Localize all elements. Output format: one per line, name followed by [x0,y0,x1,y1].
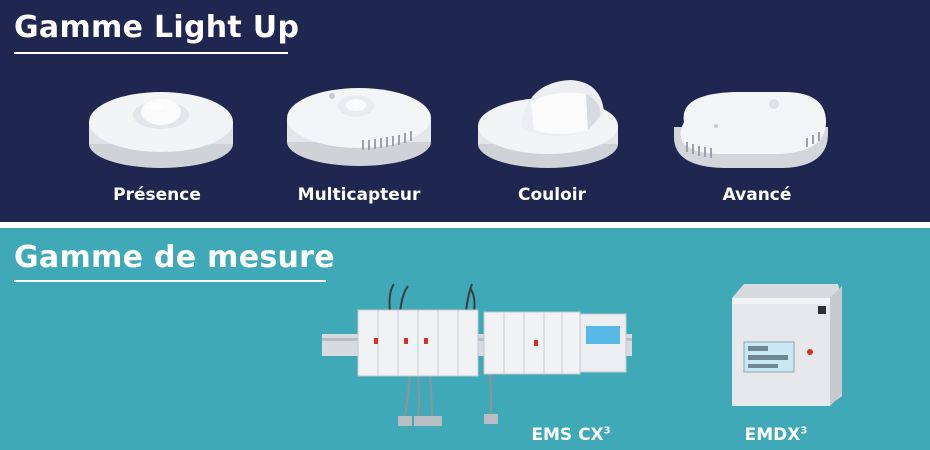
emdx3-label-text: EMDX [744,425,801,445]
product-label-multicapteur: Multicapteur [297,185,421,205]
light-up-title: Gamme Light Up [14,10,300,45]
oval-advanced-sensor-icon [674,92,829,168]
mesure-title: Gamme de mesure [14,240,335,275]
ems-cx3-label-sup: 3 [603,425,611,437]
product-label-emdx3: EMDX3 [745,425,808,445]
product-label-couloir: Couloir [518,185,586,205]
energy-meter-icon [732,284,842,406]
product-label-presence: Présence [113,185,201,205]
din-rail-modules-icon [322,283,632,426]
section-divider [0,222,930,228]
product-label-ems-cx3: EMS CX3 [531,425,610,445]
emdx3-label-sup: 3 [800,425,808,437]
corridor-detector-icon [478,80,618,168]
product-label-avance: Avancé [722,185,792,205]
round-flat-detector-icon [89,92,233,168]
light-up-title-underline [14,52,288,54]
mesure-title-underline [14,280,326,282]
multisensor-detector-icon [287,88,431,166]
ems-cx3-label-text: EMS CX [531,425,604,445]
